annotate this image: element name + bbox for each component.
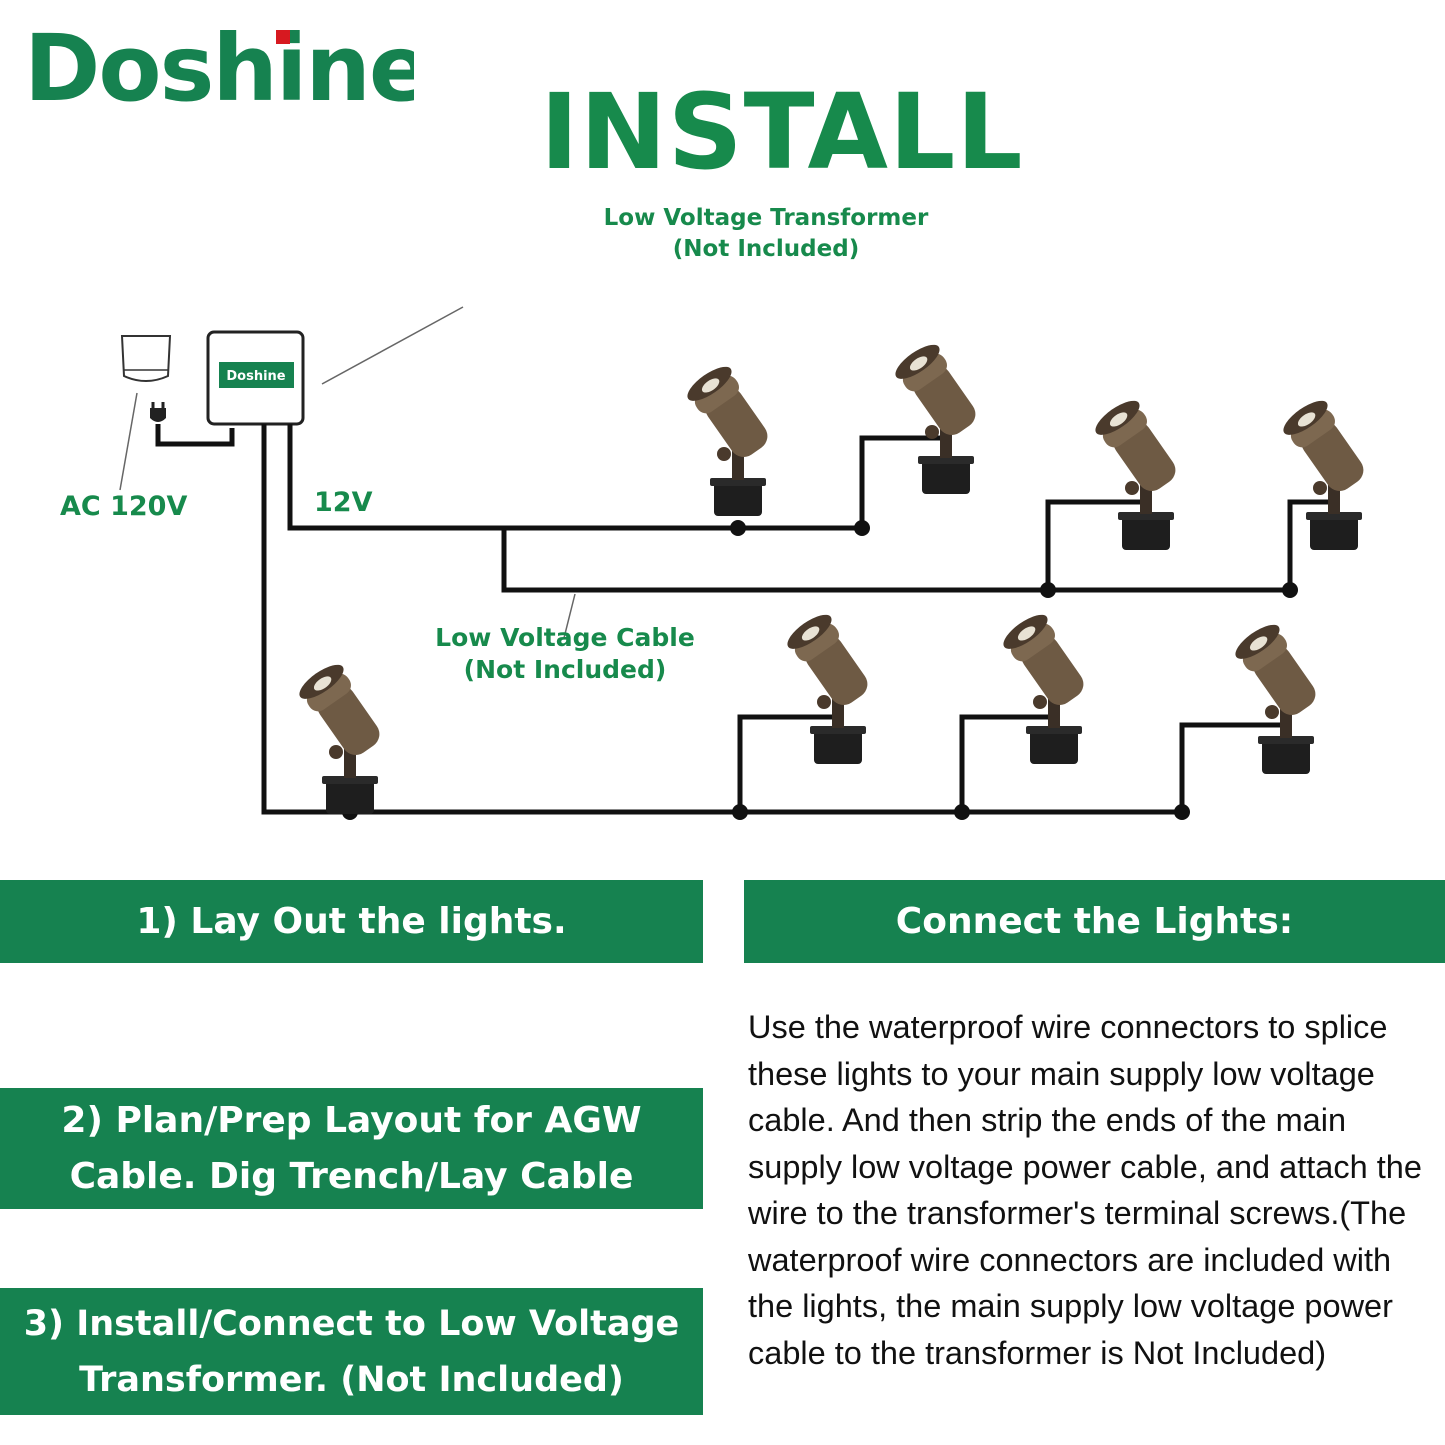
svg-text:Doshine: Doshine (24, 22, 414, 112)
step-2-banner: 2) Plan/Prep Layout for AGW Cable. Dig T… (0, 1088, 703, 1209)
ac-voltage-label: AC 120V (60, 491, 188, 522)
step-3-banner: 3) Install/Connect to Low Voltage Transf… (0, 1288, 703, 1415)
wiring-diagram: Doshine (119, 306, 1374, 820)
outlet-icon (120, 335, 172, 422)
transformer-label: Low Voltage Transformer (Not Included) (603, 205, 929, 262)
doshine-logo: Doshine (24, 22, 414, 112)
ac-leader-line (119, 392, 138, 491)
connect-heading-banner: Connect the Lights: (744, 880, 1445, 963)
transformer-icon: Doshine (206, 330, 305, 426)
light-fixture-icon (294, 658, 390, 814)
light-fixture-icon (998, 608, 1094, 764)
light-fixture-icon (1230, 618, 1326, 774)
transformer-leader-line (321, 306, 464, 385)
step-1-banner: 1) Lay Out the lights. (0, 880, 703, 963)
page-title: INSTALL (540, 71, 1024, 193)
low-voltage-wires (261, 424, 1332, 815)
dc-voltage-label: 12V (314, 487, 373, 518)
light-fixture-icon (682, 360, 778, 516)
cable-label: Low Voltage Cable (Not Included) (435, 623, 695, 684)
light-fixture-icon (890, 338, 986, 494)
connect-instructions: Use the waterproof wire connectors to sp… (748, 1009, 1422, 1371)
cable-leader-line (563, 593, 576, 639)
light-fixture-icon (1278, 394, 1374, 550)
light-fixture-icon (782, 608, 878, 764)
light-fixture-icon (1090, 394, 1186, 550)
transformer-badge: Doshine (226, 369, 285, 384)
